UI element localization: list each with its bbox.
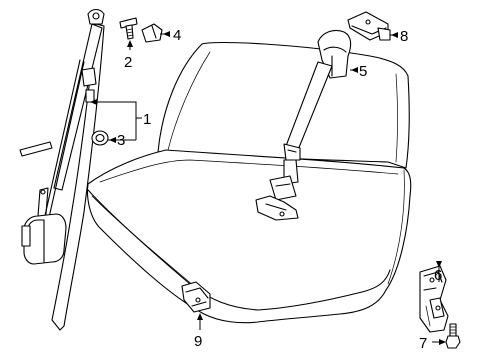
- seat-cushion: [86, 149, 412, 324]
- callout-label-6: 6: [434, 267, 442, 284]
- part-2-bolt: [119, 17, 138, 40]
- callout-4: 4: [160, 27, 181, 44]
- part-8-bracket: [347, 11, 391, 41]
- callout-9: 9: [194, 313, 203, 350]
- callout-8: 8: [390, 28, 408, 45]
- callout-label-8: 8: [400, 28, 408, 45]
- callout-2: 2: [124, 40, 133, 71]
- callout-7: 7: [419, 335, 446, 352]
- callout-label-9: 9: [194, 333, 202, 350]
- callout-label-7: 7: [419, 335, 427, 352]
- part-7-bolt: [445, 323, 461, 349]
- part-3-grommet: [91, 130, 109, 146]
- callout-label-2: 2: [124, 54, 132, 71]
- callout-6: 6: [434, 261, 442, 284]
- part-6-buckle-bracket: [419, 265, 449, 333]
- left-seat-belt-assembly: [19, 8, 105, 331]
- callout-3: 3: [108, 132, 125, 149]
- bench-seat: [86, 41, 412, 324]
- callout-label-1: 1: [143, 111, 151, 128]
- seat-back: [157, 41, 410, 169]
- part-9-bracket: [181, 281, 211, 313]
- callout-label-5: 5: [359, 63, 367, 80]
- part-5-center-belt: [255, 29, 352, 221]
- callout-label-3: 3: [117, 132, 125, 149]
- callout-5: 5: [350, 63, 367, 80]
- callout-label-4: 4: [173, 27, 181, 44]
- part-4-cap: [141, 23, 163, 43]
